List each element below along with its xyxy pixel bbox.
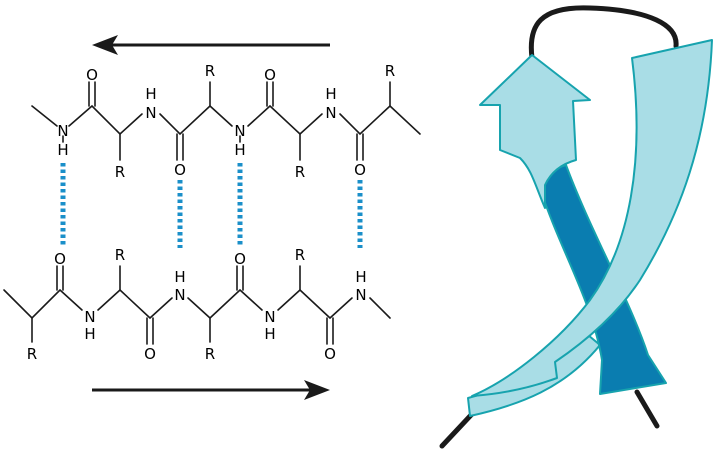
atom-label: O xyxy=(324,345,336,363)
ribbon-diagram xyxy=(439,5,713,449)
strand-tail-left xyxy=(439,411,475,449)
bottom-strand-backbone xyxy=(3,265,391,345)
atom-label: H xyxy=(145,85,156,103)
bottom-strand-atoms: O R N H R O H N R O N H R O H N xyxy=(27,246,367,363)
atom-label: N xyxy=(174,286,185,304)
atom-label: N xyxy=(145,104,156,122)
atom-label: O xyxy=(234,250,246,268)
atom-label: R xyxy=(205,345,215,363)
atom-label: N xyxy=(264,308,275,326)
atom-label: O xyxy=(86,66,98,84)
ribbon-strand-light-arrow xyxy=(479,54,591,209)
atom-label: O xyxy=(54,250,66,268)
atom-label: N xyxy=(84,308,95,326)
atom-label: N xyxy=(325,104,336,122)
atom-label: H xyxy=(264,325,275,343)
ribbon-strand-light-front xyxy=(471,39,713,397)
atom-label: N xyxy=(355,286,366,304)
atom-label: H xyxy=(234,141,245,159)
top-strand-atoms: N H O R H N O R N H O R H N O R xyxy=(57,62,395,181)
top-strand-direction-arrow xyxy=(92,35,330,55)
strand-tail-right xyxy=(634,389,660,429)
atom-label: H xyxy=(84,325,95,343)
atom-label: R xyxy=(295,163,305,181)
top-strand-backbone xyxy=(31,81,421,161)
atom-label: N xyxy=(57,122,68,140)
atom-label: O xyxy=(354,161,366,179)
hydrogen-bonds xyxy=(60,163,363,248)
atom-label: O xyxy=(174,161,186,179)
atom-label: H xyxy=(325,85,336,103)
atom-label: R xyxy=(295,246,305,264)
atom-label: R xyxy=(205,62,215,80)
atom-label: H xyxy=(57,141,68,159)
atom-label: O xyxy=(264,66,276,84)
atom-label: R xyxy=(115,163,125,181)
hairpin-loop xyxy=(528,5,679,61)
atom-label: R xyxy=(27,345,37,363)
bottom-strand-direction-arrow xyxy=(92,380,330,400)
atom-label: R xyxy=(115,246,125,264)
atom-label: O xyxy=(144,345,156,363)
atom-label: R xyxy=(385,62,395,80)
atom-label: H xyxy=(174,268,185,286)
atom-label: N xyxy=(234,122,245,140)
atom-label: H xyxy=(355,268,366,286)
